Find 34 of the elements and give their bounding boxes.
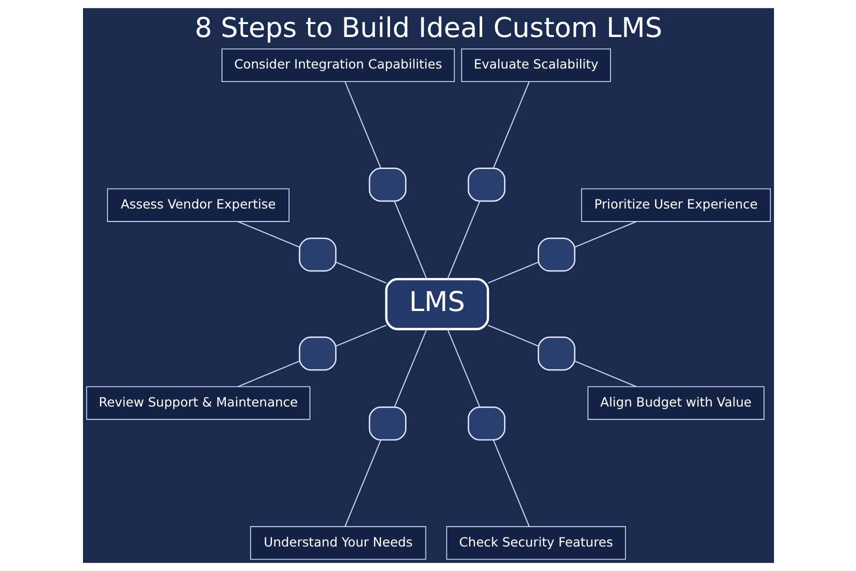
connector	[446, 329, 480, 408]
node-box: Understand Your Needs	[250, 526, 426, 560]
node-box: Review Support & Maintenance	[86, 386, 310, 420]
connector	[237, 360, 300, 388]
connector	[344, 440, 381, 527]
connector	[335, 262, 386, 284]
node-box	[298, 238, 336, 272]
node-box	[467, 406, 505, 441]
connector	[574, 221, 636, 248]
node-box	[298, 336, 336, 371]
diagram-title: 8 Steps to Build Ideal Custom LMS	[194, 13, 662, 44]
connector	[335, 324, 386, 346]
connector	[492, 440, 530, 527]
connector	[237, 221, 300, 248]
connector	[446, 200, 480, 279]
node-box: Assess Vendor Expertise	[106, 188, 289, 222]
node-box: Align Budget with Value	[586, 386, 764, 420]
node-box	[368, 168, 406, 202]
node-box	[537, 336, 575, 371]
connector	[344, 81, 381, 168]
node-box	[467, 168, 505, 202]
node-box	[368, 406, 406, 441]
connector	[393, 200, 427, 279]
node-box	[537, 238, 575, 272]
connector	[487, 262, 538, 284]
connector	[487, 324, 538, 346]
connector	[492, 81, 530, 168]
connector	[393, 329, 427, 408]
node-box: Evaluate Scalability	[460, 48, 610, 82]
node-box: Prioritize User Experience	[580, 188, 770, 222]
connector	[574, 360, 636, 388]
node-box: Check Security Features	[446, 526, 626, 560]
node-box: Consider Integration Capabilities	[221, 48, 454, 82]
node-box: LMS	[384, 278, 489, 330]
